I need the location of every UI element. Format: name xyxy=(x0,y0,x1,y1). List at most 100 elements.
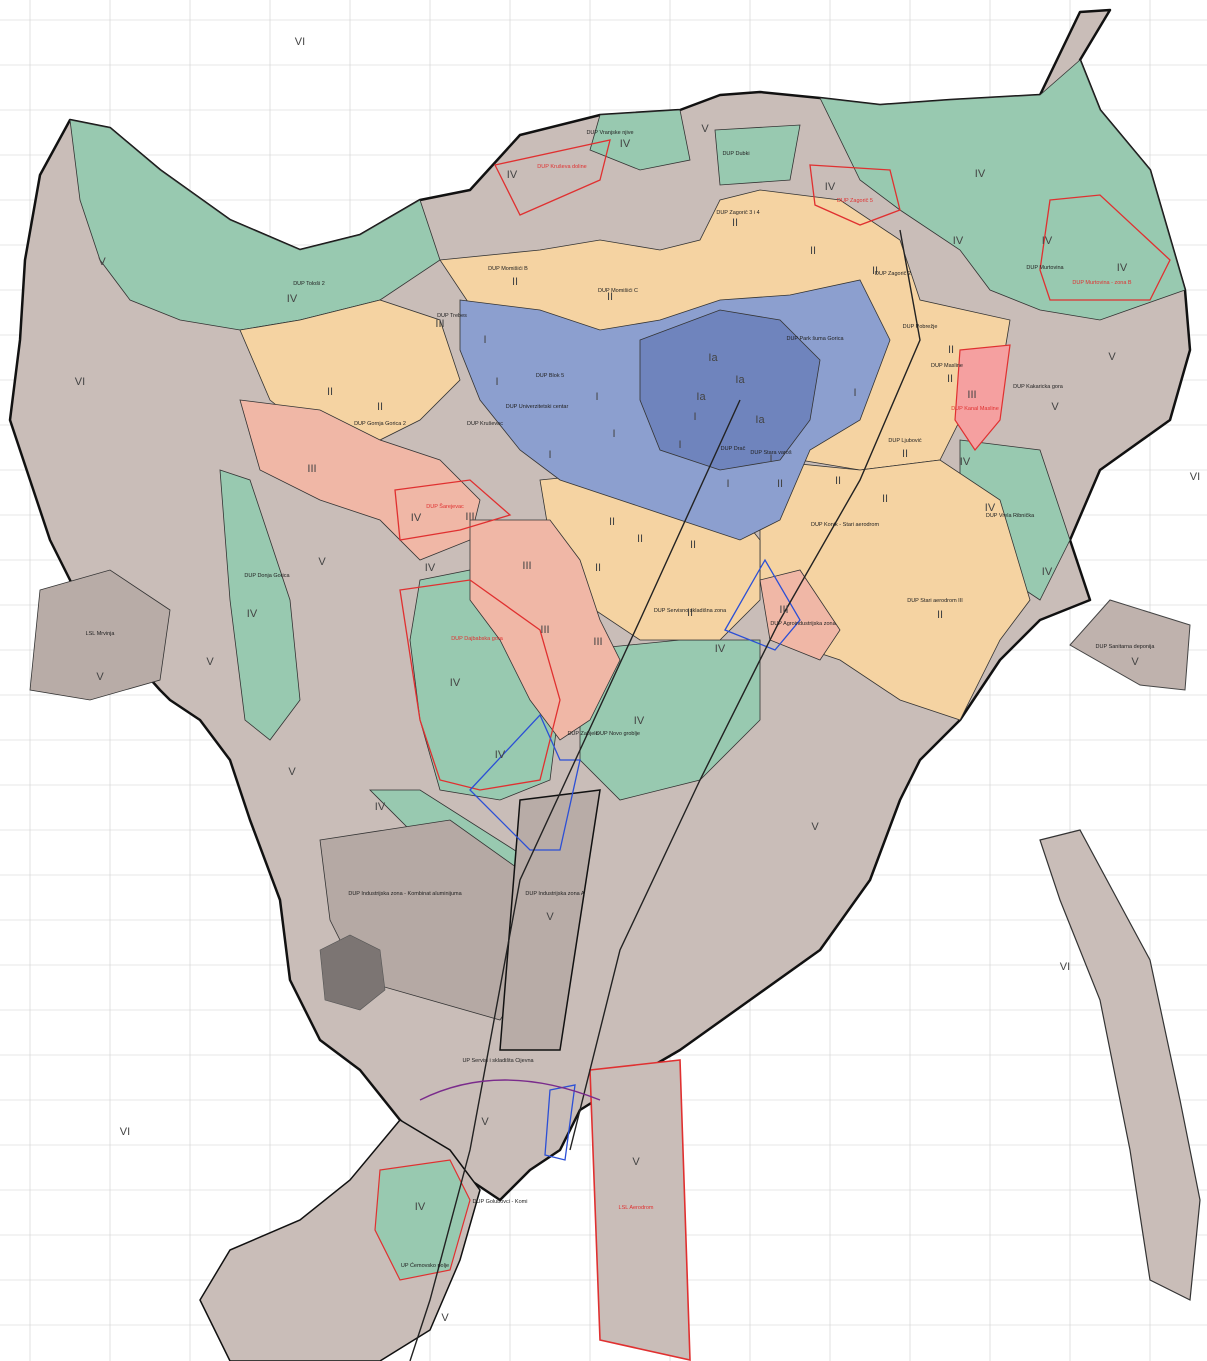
zone-iv-northeast xyxy=(819,59,1186,321)
plan-label-industrijska-kombinat: DUP Industrijska zona - Kombinat alumini… xyxy=(348,891,462,897)
zone-numeral-ii: II xyxy=(947,373,953,385)
zone-numeral-i: I xyxy=(726,478,729,490)
zone-numeral-iii: III xyxy=(522,560,531,572)
zone-numeral-ii: II xyxy=(777,478,783,490)
zone-numeral-ii: II xyxy=(377,401,383,413)
zone-iii-masline xyxy=(954,344,1011,452)
plan-label-vrela-ribnicka: DUP Vrela Ribnička xyxy=(986,513,1035,519)
zone-numeral-i: I xyxy=(678,439,681,451)
plan-label-dahna: UP Ćemovsko polje xyxy=(401,1262,449,1269)
zone-numeral-i: I xyxy=(769,453,772,465)
zone-numeral-ii: II xyxy=(609,516,615,528)
plan-label-blok: DUP Blok 5 xyxy=(536,373,564,379)
zone-numeral-v: V xyxy=(206,656,214,668)
plan-label-murtovina-zona: DUP Murtovina - zona B xyxy=(1072,280,1132,286)
zone-numeral-iv: IV xyxy=(715,643,726,655)
plan-label-cijevna: UP Servisi i skladišta Cijevna xyxy=(462,1058,534,1064)
plan-label-mrvinja: LSL Mrvinja xyxy=(86,631,116,637)
zone-numeral-v: V xyxy=(1131,656,1139,668)
zone-numeral-ii: II xyxy=(595,562,601,574)
zone-numeral-v: V xyxy=(481,1116,489,1128)
zone-numeral-iv: IV xyxy=(620,138,631,150)
zone-numeral-iii: III xyxy=(967,389,976,401)
zone-numeral-ii: II xyxy=(607,291,613,303)
zone-numeral-vi: VI xyxy=(1190,471,1200,483)
plan-label-murtovina: DUP Murtovina xyxy=(1026,265,1064,271)
zone-numeral-iv: IV xyxy=(247,608,258,620)
zone-numeral-ii: II xyxy=(687,607,693,619)
zone-numeral-iv: IV xyxy=(425,562,436,574)
zone-numeral-v: V xyxy=(1108,351,1116,363)
zone-numeral-iv: IV xyxy=(1042,235,1053,247)
zone-numeral-vi: VI xyxy=(295,36,305,48)
zone-east-strip xyxy=(1039,829,1201,1301)
outline-dajbabska xyxy=(399,579,561,791)
plan-label-masline: DUP Masline xyxy=(931,363,963,369)
zone-numeral-ii: II xyxy=(902,448,908,460)
zone-numeral-vi: VI xyxy=(1060,961,1070,973)
zones-salmon xyxy=(239,344,1011,741)
plan-label-dajbabska-gora: DUP Dajbabska gora xyxy=(451,636,504,642)
zone-numeral-iv: IV xyxy=(411,512,422,524)
zone-numeral-v: V xyxy=(98,256,106,268)
zones-blue xyxy=(459,279,891,541)
zone-numeral-ia: Ia xyxy=(755,414,765,426)
zone-numeral-ii: II xyxy=(835,475,841,487)
plan-label-momisici-b: DUP Momišići B xyxy=(488,266,528,272)
plan-label-servisno-skladisna: DUP Servisno skladišna zona xyxy=(654,608,727,614)
zone-iv-southwest xyxy=(374,1159,471,1281)
plan-label-pobrezje: DUP Pobrežje xyxy=(903,324,938,330)
plan-label-novo-groblje: DUP Novo groblje xyxy=(596,731,640,737)
main-road xyxy=(569,229,921,1151)
plan-label-zagoric-zona-a: DUP Zagorič 3 i 4 xyxy=(716,210,759,216)
plan-label-sarejevac: DUP Šarejevac xyxy=(426,503,464,510)
zone-numeral-v: V xyxy=(96,671,104,683)
plan-label-aerodrom: LSL Aerodrom xyxy=(619,1205,654,1211)
zone-numeral-iv: IV xyxy=(953,235,964,247)
zone-numeral-vi: VI xyxy=(75,376,85,388)
zone-iv-dubki xyxy=(714,124,801,186)
zone-numeral-ii: II xyxy=(937,609,943,621)
railway-line xyxy=(409,399,741,1361)
outline-blue-2 xyxy=(724,558,801,651)
zone-numeral-ii: II xyxy=(690,539,696,551)
zone-numeral-ii: II xyxy=(512,276,518,288)
zone-v-mrvinja xyxy=(29,569,171,701)
zone-iii-agro xyxy=(759,569,841,661)
zone-numeral-ii: II xyxy=(810,245,816,257)
zone-numeral-ii: II xyxy=(732,217,738,229)
zone-numeral-iv: IV xyxy=(960,456,971,468)
zone-iii-zabjelo xyxy=(469,519,621,741)
zone-iv-donja-gorica-strip xyxy=(219,469,301,741)
bypass-road xyxy=(419,1079,601,1101)
plan-label-industrijska-zona: DUP Industrijska zona A xyxy=(525,891,585,897)
zones-green xyxy=(69,59,1186,1281)
zone-numeral-iii: III xyxy=(465,511,474,523)
plan-label-kanal-masline: DUP Kanal Masline xyxy=(951,406,999,412)
plan-label-zagoric-5: DUP Zagorič 5 xyxy=(837,198,873,204)
plan-label-zagoric: DUP Zagorič 2 xyxy=(875,271,911,277)
zone-numeral-ii: II xyxy=(872,265,878,277)
zone-v-industrial-a xyxy=(499,789,601,1051)
zone-numeral-i: I xyxy=(495,376,498,388)
plan-label-vranjske-njive: DUP Vranjske njive xyxy=(586,130,633,136)
zone-numeral-v: V xyxy=(288,766,296,778)
zone-numeral-v: V xyxy=(1051,401,1059,413)
zone-numeral-i: I xyxy=(595,391,598,403)
outline-vranjske xyxy=(494,139,611,216)
zone-numeral-i: I xyxy=(693,411,696,423)
zone-numeral-v: V xyxy=(318,556,326,568)
plan-outlines-blue xyxy=(469,558,801,1161)
plan-label-golubovci: DUP Golubovci - Komi xyxy=(473,1199,528,1205)
zone-numeral-ii: II xyxy=(637,533,643,545)
zone-numeral-iii: III xyxy=(307,463,316,475)
plan-label-stari-aerodrom: DUP Stari aerodrom III xyxy=(907,598,963,604)
plan-label-stara-varos: DUP Stara varoš xyxy=(750,450,791,456)
zone-numeral-i: I xyxy=(483,334,486,346)
plan-outlines-red xyxy=(394,139,1171,791)
zone-numeral-v: V xyxy=(811,821,819,833)
plan-label-konik: DUP Konik - Stari aerodrom xyxy=(811,522,879,528)
